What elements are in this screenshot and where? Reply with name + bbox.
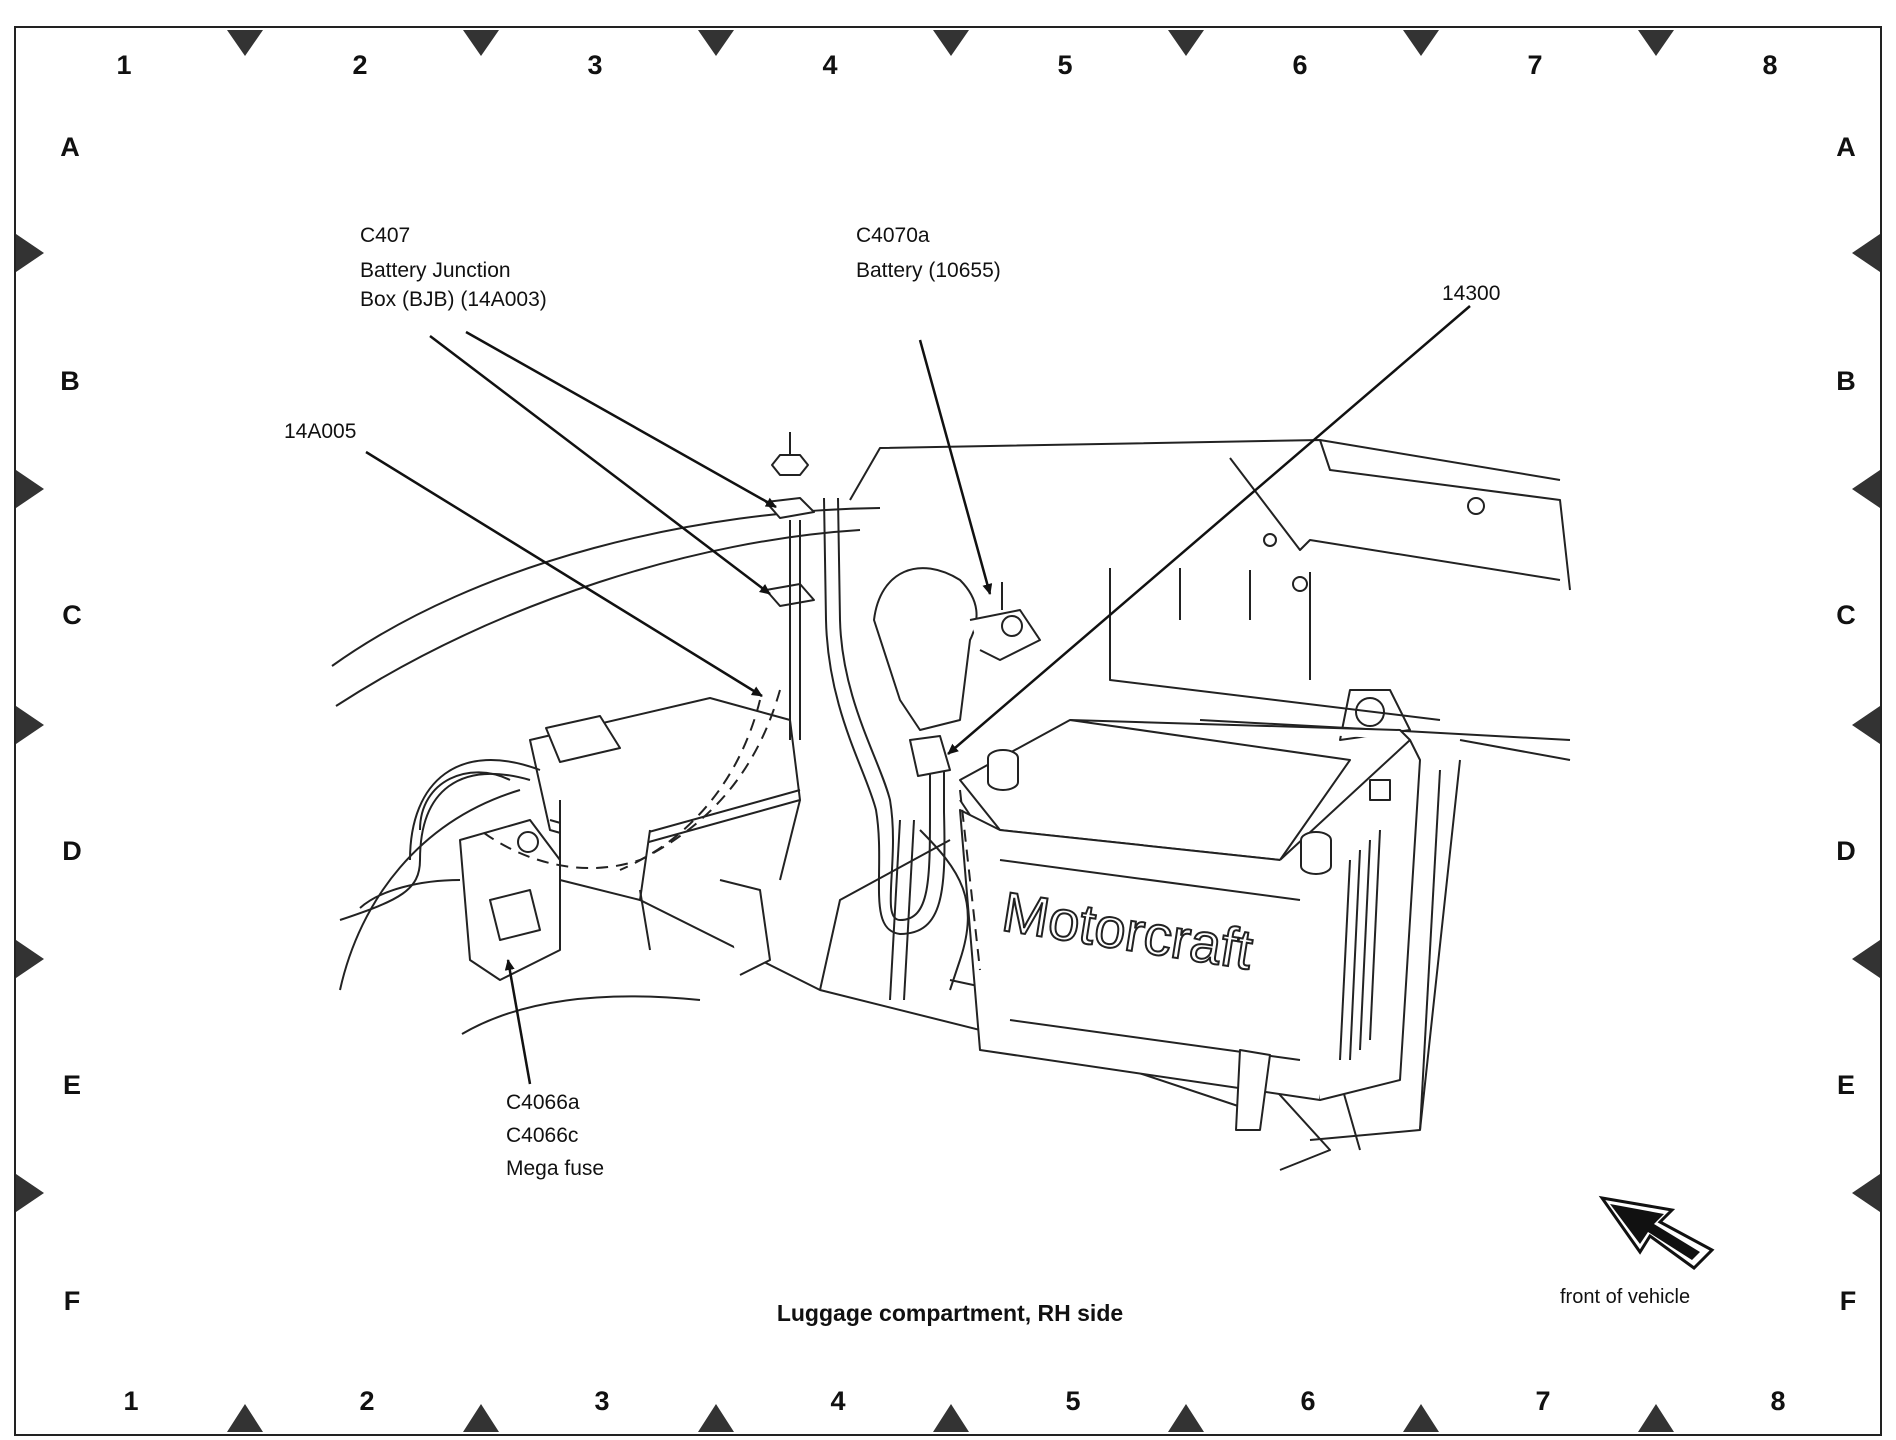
grid-col-bottom-7: 7	[1535, 1386, 1551, 1416]
callout-c4066: C4066a C4066c Mega fuse	[506, 1086, 604, 1185]
callout-c407-line3: Box (BJB) (14A003)	[360, 288, 547, 311]
grid-marker-triangles	[16, 30, 1880, 1432]
grid-col-top-8: 8	[1762, 50, 1778, 80]
grid-col-top-7: 7	[1527, 50, 1543, 80]
callout-14a005: 14A005	[284, 414, 356, 449]
grid-col-bottom-5: 5	[1065, 1386, 1081, 1416]
callout-mega-fuse: Mega fuse	[506, 1157, 605, 1180]
grid-col-bottom-1: 1	[123, 1386, 139, 1416]
callout-c407-code: C407	[360, 224, 411, 247]
grid-col-top-4: 4	[822, 50, 838, 80]
grid-row-right-a: A	[1836, 132, 1856, 162]
grid-row-right-b: B	[1836, 366, 1856, 396]
battery	[959, 719, 1421, 1101]
grid-col-top-3: 3	[587, 50, 603, 80]
battery-junction-box	[529, 697, 801, 901]
grid-row-left-d: D	[62, 836, 82, 866]
leader-c407-upper	[465, 330, 777, 509]
leader-c407-lower	[429, 335, 771, 595]
leader-14a005	[365, 450, 763, 698]
grid-col-top-5: 5	[1057, 50, 1073, 80]
callout-14300: 14300	[1442, 276, 1500, 311]
grid-col-bottom-3: 3	[594, 1386, 610, 1416]
grid-row-right-d: D	[1836, 836, 1856, 866]
callout-c407-line2: Battery Junction	[360, 259, 511, 282]
callout-leader-lines	[365, 305, 1471, 1085]
callout-c4070a: C4070a Battery (10655)	[856, 218, 1001, 288]
diagram-frame	[14, 26, 1882, 1436]
rear-shelf	[849, 439, 1571, 761]
callout-c4070a-code: C4070a	[856, 224, 930, 247]
grid-col-top-6: 6	[1292, 50, 1308, 80]
grid-row-left-b: B	[60, 366, 80, 396]
callout-c407: C407 Battery Junction Box (BJB) (14A003)	[360, 218, 547, 317]
bjb-stud-assembly	[765, 432, 815, 740]
grid-col-bottom-4: 4	[830, 1386, 846, 1416]
grid-row-right-e: E	[1836, 1070, 1855, 1100]
grid-col-bottom-2: 2	[359, 1386, 375, 1416]
positive-cable	[823, 497, 969, 1001]
grid-row-left-a: A	[60, 132, 80, 162]
callout-14a005-code: 14A005	[284, 420, 357, 443]
left-wire-harness	[339, 759, 541, 921]
grid-row-right-f: F	[1839, 1286, 1857, 1316]
front-of-vehicle-arrow-icon	[1598, 1195, 1715, 1270]
leader-c4070a	[918, 339, 993, 595]
mega-fuse	[419, 771, 561, 981]
grid-row-right-c: C	[1836, 600, 1856, 630]
grid-col-top-2: 2	[352, 50, 368, 80]
tray-clips	[639, 879, 1271, 1131]
grid-col-top-1: 1	[116, 50, 132, 80]
hidden-wire-lines	[479, 689, 981, 971]
grid-col-bottom-6: 6	[1300, 1386, 1316, 1416]
grid-row-left-f: F	[63, 1286, 81, 1316]
leader-14300	[947, 305, 1471, 755]
battery-terminal-cover	[873, 567, 1041, 777]
grid-col-bottom-8: 8	[1770, 1386, 1786, 1416]
grid-row-left-c: C	[62, 600, 82, 630]
leader-c4066	[504, 959, 532, 1085]
callout-c4066c: C4066c	[506, 1124, 579, 1147]
callout-c4070a-line2: Battery (10655)	[856, 259, 1001, 282]
grid-row-left-e: E	[62, 1070, 81, 1100]
front-of-vehicle-label: front of vehicle	[1560, 1286, 1691, 1308]
callout-14300-code: 14300	[1442, 282, 1501, 305]
diagram-caption: Luggage compartment, RH side	[776, 1300, 1124, 1326]
callout-c4066a: C4066a	[506, 1091, 580, 1114]
